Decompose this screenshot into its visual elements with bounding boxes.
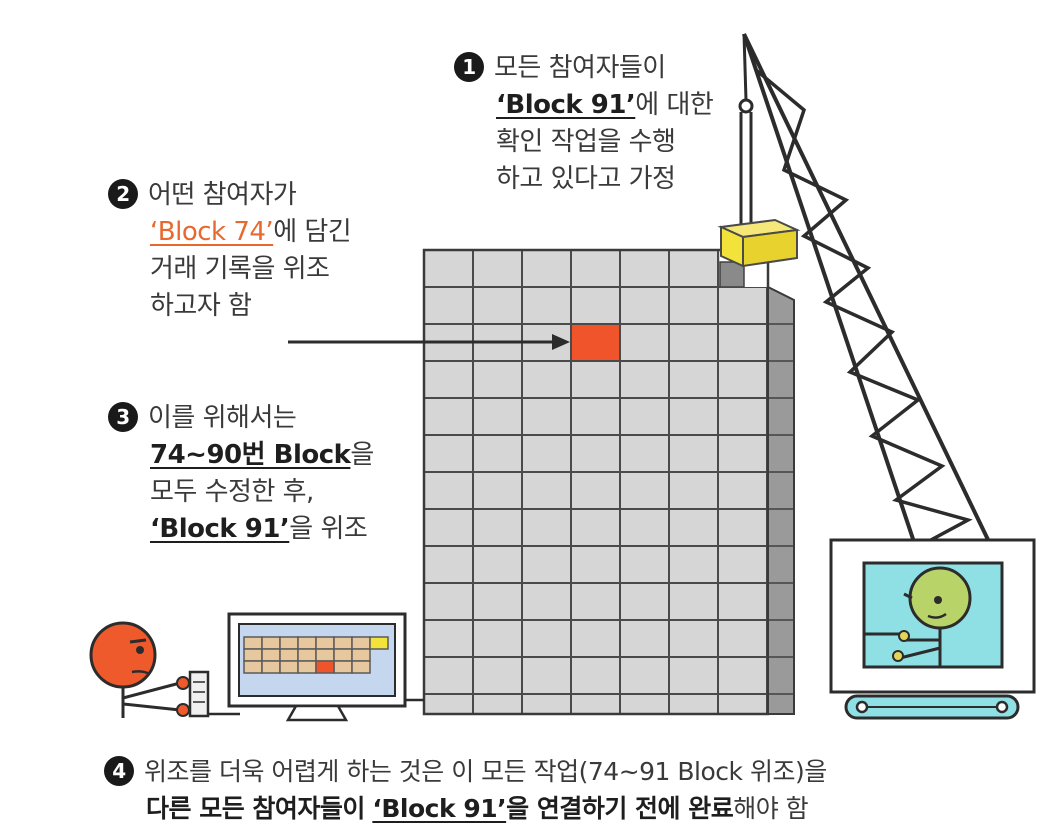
step-4-badge: 4 (104, 756, 134, 786)
note-1-line-1: 모든 참여자들이 (494, 53, 666, 83)
forged-block-74 (570, 323, 621, 362)
step-2-badge: 2 (108, 179, 138, 209)
note-4-line-2-part-1: 다른 모든 참여자들이 (146, 794, 365, 823)
note-3-block-ref: ‘Block 91’ (150, 514, 290, 544)
crane-operator (864, 566, 972, 667)
note-1-line-2: 에 대한 (635, 90, 714, 120)
note-4-block-ref: ‘Block 91’ (372, 794, 507, 823)
note-3: 3 이를 위해서는 74~90번 Block을 모두 수정한 후, ‘Block … (108, 400, 374, 548)
note-3-block-range: 74~90번 Block (150, 440, 351, 470)
note-3-line-2: 을 (350, 440, 374, 470)
note-3-line-1: 이를 위해서는 (148, 403, 297, 433)
note-2: 2 어떤 참여자가 ‘Block 74’에 담긴 거래 기록을 위조 하고자 함 (108, 177, 352, 325)
note-1-line-4: 하고 있다고 가정 (496, 164, 676, 194)
note-2-line-3: 거래 기록을 위조 (150, 254, 330, 284)
note-2-line-1: 어떤 참여자가 (148, 180, 297, 210)
block-tower (422, 248, 795, 716)
note-4: 4 위조를 더욱 어렵게 하는 것은 이 모든 작업(74~91 Block 위조… (104, 753, 827, 827)
step-3-badge: 3 (108, 402, 138, 432)
note-4-line-1: 위조를 더욱 어렵게 하는 것은 이 모든 작업(74~91 Block 위조)… (144, 757, 827, 786)
note-1-block-ref: ‘Block 91’ (496, 90, 636, 120)
block-tower-side (767, 285, 795, 715)
note-4-line-2-part-2: 을 연결하기 전에 완료 (506, 794, 734, 823)
pointer-arrow (288, 334, 570, 350)
note-4-line-2-part-3: 해야 함 (733, 794, 809, 823)
note-3-line-4: 을 위조 (289, 514, 368, 544)
block-tower-top-column (424, 250, 720, 287)
note-1: 1 모든 참여자들이 ‘Block 91’에 대한 확인 작업을 수행 하고 있다… (454, 50, 714, 198)
step-1-badge: 1 (454, 52, 484, 82)
crane (717, 33, 1036, 720)
note-2-block-ref: ‘Block 74’ (150, 217, 274, 247)
new-block-91 (717, 218, 801, 268)
note-3-line-3: 모두 수정한 후, (150, 477, 314, 507)
attacker (89, 621, 190, 718)
note-1-line-3: 확인 작업을 수행 (496, 127, 676, 157)
note-2-line-4: 하고자 함 (150, 291, 252, 321)
attacker-computer (188, 612, 424, 722)
note-2-line-2: 에 담긴 (273, 217, 352, 247)
